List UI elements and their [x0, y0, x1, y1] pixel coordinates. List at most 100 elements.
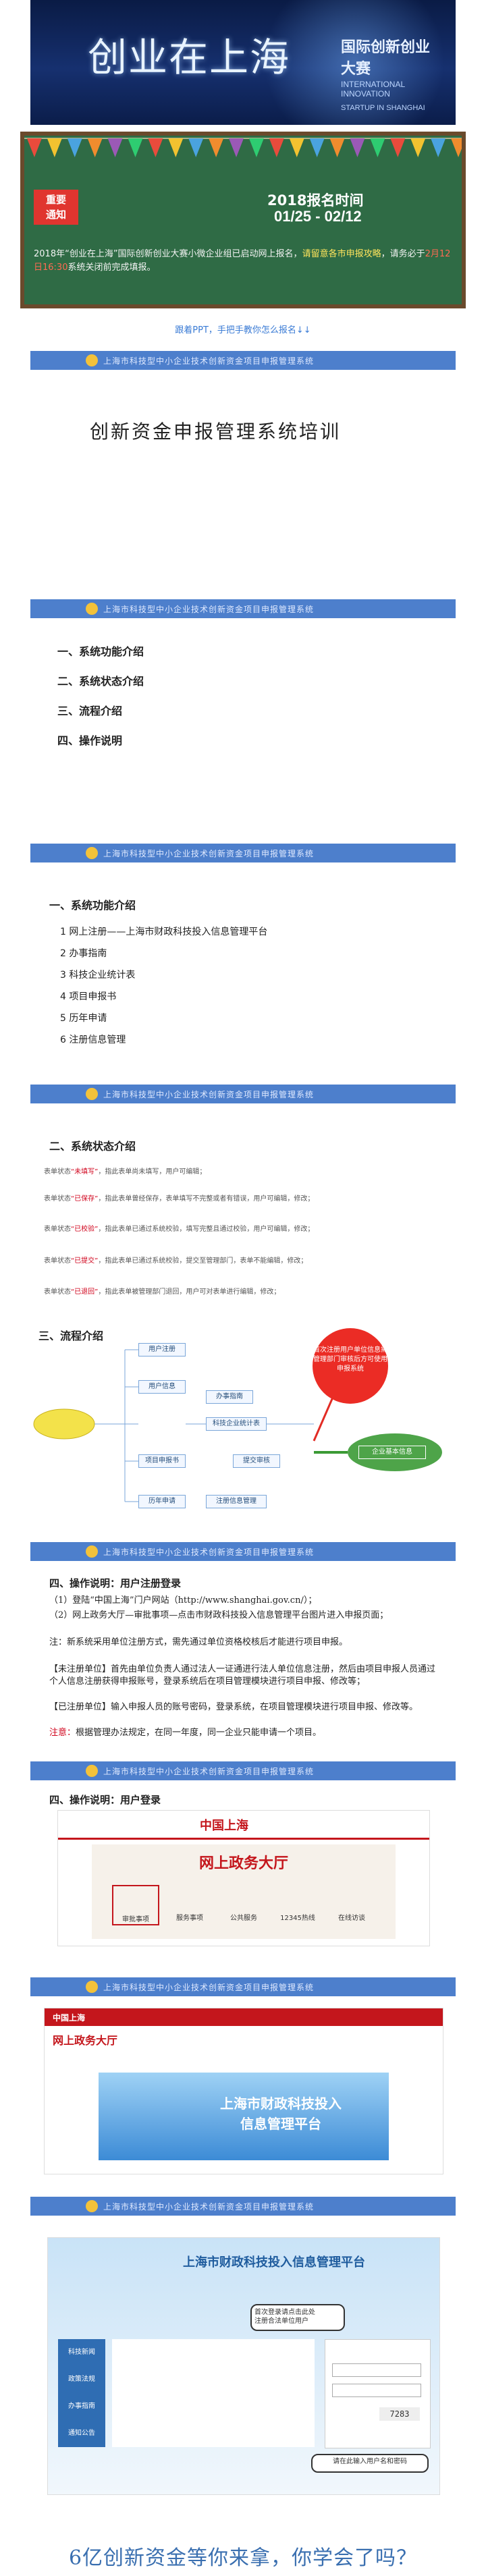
slide-title: 上海市科技型中小企业技术创新资金项目申报管理系统 创新资金申报管理系统培训	[30, 351, 456, 483]
callout-register: 首次登录请点击此处 注册合法单位用户	[250, 2304, 345, 2331]
portal-hall-title: 网上政务大厅	[198, 1855, 288, 1872]
bunting-flag	[26, 138, 42, 157]
portal-screenshot: 中国上海 网上政务大厅 审批事项 服务事项 公共服务 12345热线 在线访谈	[57, 1810, 430, 1946]
slide-header: 上海市科技型中小企业技术创新资金项目申报管理系统	[30, 1977, 456, 1996]
slide-logo-icon	[86, 1088, 98, 1100]
important-badge: 重要 通知	[34, 190, 78, 225]
flow-note-callout: 首次注册用户单位信息需管理部门审核后方可使用申报系统	[313, 1328, 388, 1404]
notice-text-part-1: 2018年“创业在上海”国际创新创业大赛小微企业组已启动网上报名，	[34, 249, 302, 259]
hall-site-name: 中国上海	[53, 2013, 86, 2023]
flow-box-statistics: 科技企业统计表	[206, 1417, 267, 1431]
notice-text: 2018年“创业在上海”国际创新创业大赛小微企业组已启动网上报名，请留意各市申报…	[34, 248, 452, 275]
flow-box-application: 项目申报书	[138, 1454, 186, 1468]
state-desc: ，指此表单已通过系统校验，提交至管理部门，表单不能编辑，修改；	[98, 1257, 308, 1265]
slide-header: 上海市科技型中小企业技术创新资金项目申报管理系统	[30, 2197, 456, 2216]
bunting-flag	[451, 138, 462, 157]
flow-box-register: 用户注册	[138, 1343, 186, 1356]
bunting-flag	[128, 138, 143, 157]
instruction-warning-label: 注意：	[49, 1728, 76, 1738]
badge-line-1: 重要	[45, 194, 66, 206]
callout-line: 注册合法单位用户	[254, 2318, 308, 2325]
bunting-flag	[148, 138, 163, 157]
notice-board: 重要 通知 2018报名时间 01/25 - 02/12 2018年“创业在上海…	[20, 132, 466, 308]
flow-box-user-info: 用户信息	[138, 1380, 186, 1394]
bunting-flag	[431, 138, 446, 157]
banner-title: 创业在上海	[88, 34, 291, 80]
news-list	[112, 2339, 315, 2447]
slide-header-text: 上海市科技型中小企业技术创新资金项目申报管理系统	[103, 1547, 315, 1557]
slide-header-text: 上海市科技型中小企业技术创新资金项目申报管理系统	[103, 605, 315, 614]
callout-line: 首次登录请点击此处	[254, 2309, 315, 2316]
platform-banner[interactable]: 上海市财政科技投入 信息管理平台	[99, 2073, 389, 2160]
platform-title-line2: 信息管理平台	[240, 2116, 321, 2132]
toc-item: 三、流程介绍	[57, 705, 123, 717]
ppt-guide-link[interactable]: 跟着PPT，手把手教你怎么报名↓↓	[175, 325, 311, 335]
bunting-flag	[410, 138, 426, 157]
flow-box-guide: 办事指南	[206, 1390, 253, 1404]
bunting-flag	[289, 138, 304, 157]
state-row: 表单状态“未填写”，指此表单尚未填写，用户可编辑；	[44, 1166, 429, 1176]
instruction-line: 注意：根据管理办法规定，在同一年度，同一企业只能申请一个项目。	[49, 1727, 439, 1739]
section-title: 一、系统功能介绍	[49, 899, 136, 912]
slide-header: 上海市科技型中小企业技术创新资金项目申报管理系统	[30, 351, 456, 370]
hall-topbar: 中国上海	[45, 2008, 443, 2026]
slide-platform-login: 上海市科技型中小企业技术创新资金项目申报管理系统 上海市财政科技投入信息管理平台…	[30, 2197, 456, 2504]
bunting-flag	[87, 138, 103, 157]
banner-glow	[233, 0, 456, 125]
menu-item[interactable]: 通知公告	[68, 2430, 95, 2437]
portal-topbar: 中国上海	[58, 1811, 429, 1840]
portal-icon-public[interactable]: 公共服务	[230, 1915, 257, 1922]
flow-box-history: 历年申请	[138, 1495, 186, 1508]
platform-header-title: 上海市财政科技投入信息管理平台	[183, 2255, 365, 2270]
slide-body: 创新资金申报管理系统培训	[30, 370, 456, 483]
section-title: 二、系统状态介绍	[49, 1140, 136, 1153]
toc-item: 四、操作说明	[57, 734, 123, 747]
portal-icon-approval[interactable]: 审批事项	[112, 1885, 159, 1925]
function-item: 3 科技企业统计表	[60, 970, 136, 981]
state-prefix: 表单状态	[44, 1257, 71, 1265]
logo-sub-text: INTERNATIONAL INNOVATION	[341, 80, 405, 99]
state-name: “已退回”	[71, 1288, 99, 1296]
password-input[interactable]	[332, 2384, 421, 2397]
instruction-line: 【已注册单位】输入申报人员的账号密码，登录系统，在项目管理模块进行项目申报、修改…	[49, 1702, 418, 1712]
slide-logo-icon	[86, 354, 98, 366]
footer-slogan: 6亿创新资金等你来拿，你学会了吗？	[68, 2546, 418, 2570]
hall-title: 网上政务大厅	[53, 2034, 118, 2047]
bunting-flag	[329, 138, 345, 157]
bunting-flag	[350, 138, 365, 157]
registration-time-range: 01/25 - 02/12	[274, 208, 362, 225]
section-title: 四、操作说明：用户注册登录	[49, 1577, 182, 1589]
competition-logo: 国际创新创业大赛 INTERNATIONAL INNOVATION STARTU…	[341, 35, 442, 112]
slide-flow: 三、流程介绍 用户注册 用户信息 办事指南 科技企业统计表 项目申报书 提交审核…	[30, 1323, 456, 1525]
state-prefix: 表单状态	[44, 1195, 71, 1203]
menu-item[interactable]: 科技新闻	[68, 2349, 95, 2356]
state-prefix: 表单状态	[44, 1288, 71, 1296]
callout-login: 请在此输入用户名和密码	[311, 2454, 429, 2473]
slide-login-portal: 上海市科技型中小企业技术创新资金项目申报管理系统 四、操作说明：用户登录 中国上…	[30, 1761, 456, 1957]
captcha-image: 7283	[379, 2407, 420, 2421]
portal-icon-service[interactable]: 服务事项	[176, 1915, 203, 1922]
slide-header-text: 上海市科技型中小企业技术创新资金项目申报管理系统	[103, 849, 315, 858]
function-item: 1 网上注册——上海市财政科技投入信息管理平台	[60, 927, 268, 937]
registration-time-title: 2018报名时间	[267, 192, 364, 209]
slide-hall: 上海市科技型中小企业技术创新资金项目申报管理系统 中国上海 网上政务大厅 上海市…	[30, 1977, 456, 2180]
slide-states: 上海市科技型中小企业技术创新资金项目申报管理系统 二、系统状态介绍 表单状态“未…	[30, 1085, 456, 1314]
portal-icon-interview[interactable]: 在线访谈	[338, 1915, 365, 1922]
training-title: 创新资金申报管理系统培训	[90, 420, 342, 443]
state-prefix: 表单状态	[44, 1168, 71, 1176]
bunting-flag	[269, 138, 284, 157]
menu-item[interactable]: 办事指南	[68, 2403, 95, 2410]
bunting-flag	[229, 138, 244, 157]
slide-header-text: 上海市科技型中小企业技术创新资金项目申报管理系统	[103, 2202, 315, 2212]
menu-item[interactable]: 政策法规	[68, 2376, 95, 2383]
hall-screenshot: 中国上海 网上政务大厅 上海市财政科技投入 信息管理平台	[44, 2008, 443, 2174]
slide-logo-icon	[86, 1545, 98, 1558]
slide-header: 上海市科技型中小企业技术创新资金项目申报管理系统	[30, 1761, 456, 1780]
flow-connectors	[33, 1349, 442, 1502]
bunting-flag	[209, 138, 224, 157]
instruction-line: 【未注册单位】首先由单位负责人通过法人一证通进行法人单位信息注册，然后由项目申报…	[49, 1664, 436, 1687]
portal-icon-hotline[interactable]: 12345热线	[280, 1915, 315, 1922]
username-input[interactable]	[332, 2363, 421, 2377]
state-row: 表单状态“已提交”，指此表单已通过系统校验，提交至管理部门，表单不能编辑，修改；	[44, 1255, 429, 1265]
logo-en-text: STARTUP IN SHANGHAI	[341, 104, 425, 112]
